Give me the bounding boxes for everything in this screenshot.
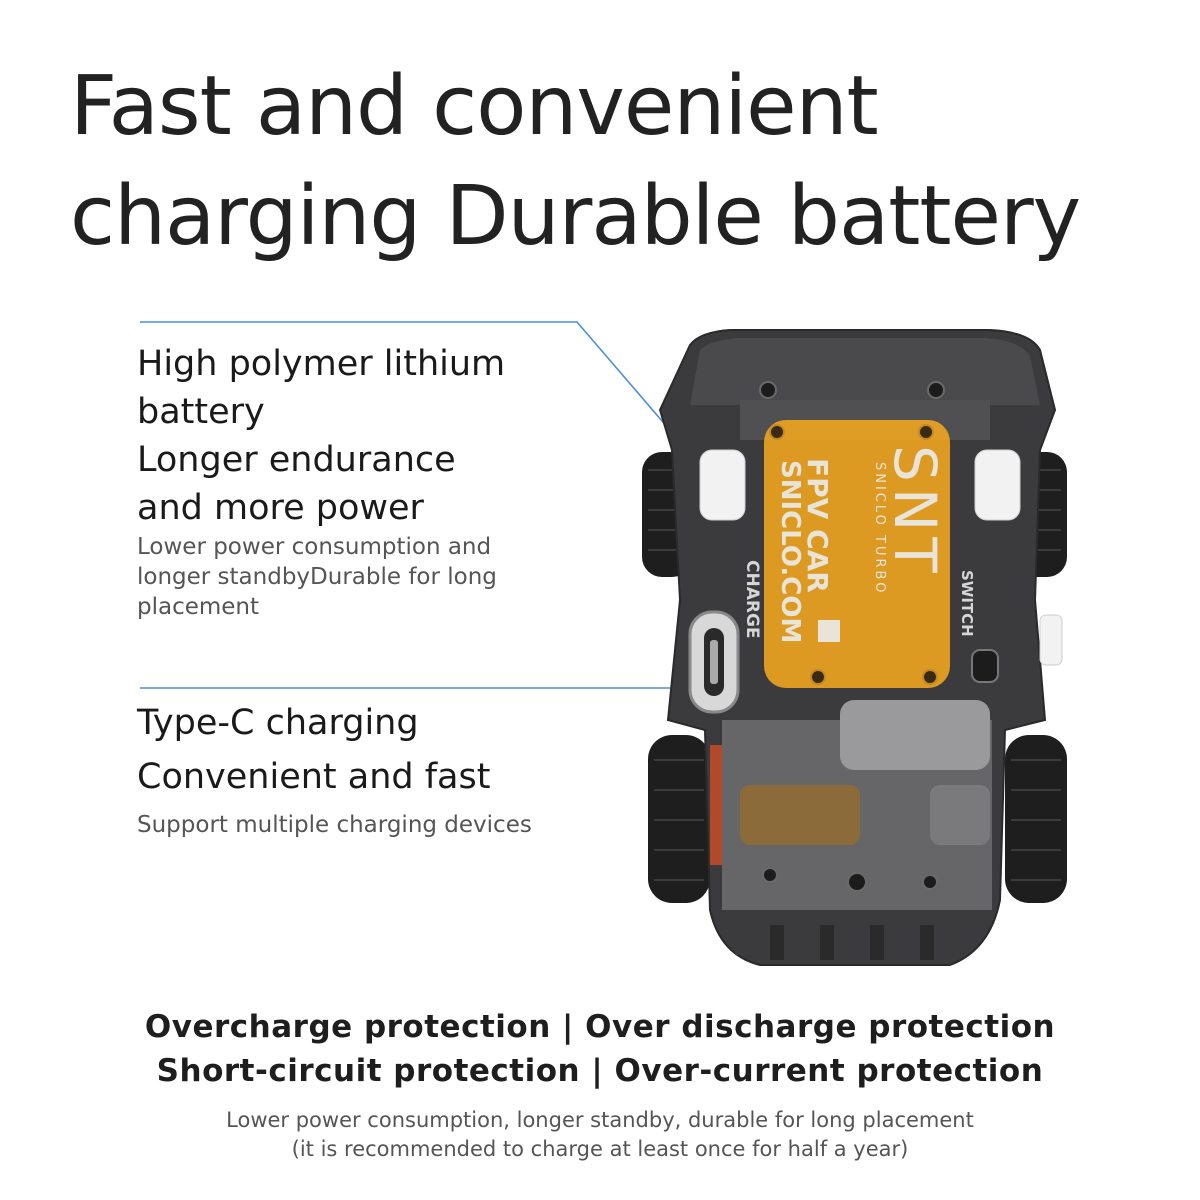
charge-label: CHARGE	[742, 560, 762, 639]
feature-typec-desc-1: Support multiple charging devices	[137, 812, 532, 838]
feature-typec-title-1: Type-C charging	[137, 703, 419, 743]
model-label: FPV CAR	[801, 458, 834, 593]
page-headline: Fast and convenient charging Durable bat…	[70, 52, 1180, 272]
headline-line-1: Fast and convenient	[70, 59, 879, 154]
brand-subtitle: SNICLO TURBO	[872, 462, 887, 595]
usb-c-port-icon	[688, 610, 740, 714]
feature-battery-title-4: and more power	[137, 488, 424, 528]
feature-battery-title-2: battery	[137, 392, 265, 432]
protection-line-1: Overcharge protection | Over discharge p…	[144, 1009, 1056, 1045]
feature-battery-title-1: High polymer lithium	[137, 344, 506, 384]
feature-battery-title-3: Longer endurance	[137, 440, 456, 480]
battery-label-plate: SNT SNICLO TURBO FPV CAR SNICLO.COM	[764, 420, 950, 688]
switch-label: SWITCH	[958, 570, 976, 637]
feature-battery-desc-1: Lower power consumption and	[137, 534, 492, 560]
feature-battery: High polymer lithium battery Longer endu…	[137, 340, 505, 622]
feature-typec: Type-C charging Convenient and fast Supp…	[137, 696, 532, 840]
note-line-2: (it is recommended to charge at least on…	[291, 1137, 909, 1161]
feature-battery-desc-3: placement	[137, 594, 260, 620]
note-line-1: Lower power consumption, longer standby,…	[226, 1108, 974, 1132]
label-square-mark	[818, 620, 840, 642]
protection-line-2: Short-circuit protection | Over-current …	[156, 1053, 1044, 1089]
brand-logo: SNT	[881, 445, 949, 579]
motor-can	[840, 700, 990, 770]
feature-battery-desc-2: longer standbyDurable for long	[137, 564, 497, 590]
pinion-gear	[740, 785, 860, 845]
feature-typec-title-2: Convenient and fast	[137, 757, 491, 797]
website-label: SNICLO.COM	[775, 460, 805, 643]
power-switch-icon	[971, 649, 999, 683]
headline-line-2: charging Durable battery	[70, 169, 1081, 264]
